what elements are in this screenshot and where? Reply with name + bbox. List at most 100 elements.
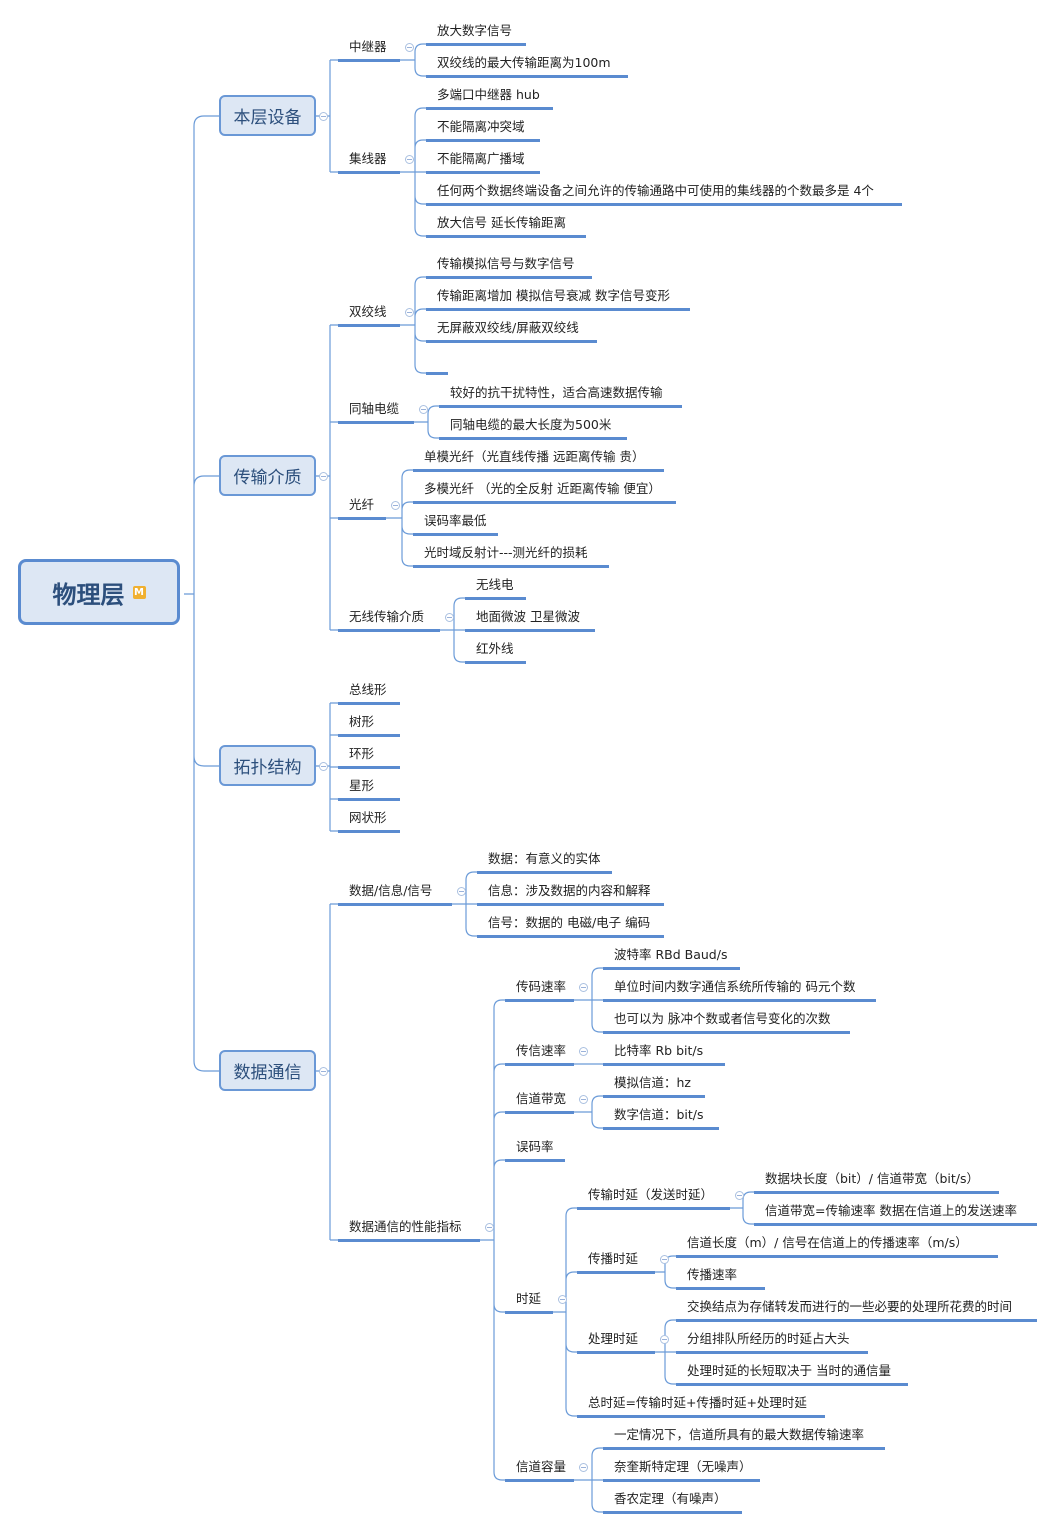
topic-branches-3-children-0-children-1[interactable]: 信息：涉及数据的内容和解释 — [488, 883, 651, 898]
topic-branches-3-children-1-children-4-children-2-children-1[interactable]: 分组排队所经历的时延占大头 — [687, 1331, 850, 1346]
topic-branches-3-children-1-children-4-children-3[interactable]: 总时延=传输时延+传播时延+处理时延 — [588, 1395, 807, 1410]
collapse-toggle-icon[interactable] — [735, 1191, 744, 1200]
collapse-toggle-icon[interactable] — [457, 887, 466, 896]
topic-branches-1-children-1-children-0[interactable]: 较好的抗干扰特性，适合高速数据传输 — [450, 385, 663, 400]
collapse-toggle-icon[interactable] — [579, 1095, 588, 1104]
topic-branches-1-children-2-children-2[interactable]: 误码率最低 — [424, 513, 487, 528]
collapse-toggle-icon[interactable] — [660, 1335, 669, 1344]
topic-branches-3-children-1-children-4-children-0[interactable]: 传输时延（发送时延） — [588, 1187, 714, 1202]
topic-branches-1-children-0-children-1[interactable]: 传输距离增加 模拟信号衰减 数字信号变形 — [437, 288, 670, 303]
collapse-toggle-icon[interactable] — [319, 1067, 328, 1076]
collapse-toggle-icon[interactable] — [319, 762, 328, 771]
topic-branches-3-children-0-children-2[interactable]: 信号：数据的 电磁/电子 编码 — [488, 915, 651, 930]
topic-branches-3-children-1-children-0[interactable]: 传码速率 — [516, 979, 567, 994]
topic-branches-1-children-3[interactable]: 无线传输介质 — [349, 609, 425, 624]
topic-branches-3-children-1-children-1-children-0[interactable]: 比特率 Rb bit/s — [614, 1043, 704, 1058]
connector-line — [400, 107, 426, 237]
branch-3[interactable]: 数据通信 — [219, 1050, 316, 1091]
collapse-toggle-icon[interactable] — [579, 1463, 588, 1472]
topic-branches-3-children-1-children-4-children-1[interactable]: 传播时延 — [588, 1251, 639, 1266]
topic-branches-0-children-0-children-1[interactable]: 双绞线的最大传输距离为100m — [437, 55, 611, 70]
topic-branches-2-children-0[interactable]: 总线形 — [349, 682, 387, 697]
topic-underline — [338, 324, 400, 327]
topic-underline — [603, 1127, 719, 1130]
topic-branches-3-children-1-children-5-children-0[interactable]: 一定情况下，信道所具有的最大数据传输速率 — [614, 1427, 865, 1442]
topic-underline — [338, 903, 452, 906]
topic-branches-3-children-1-children-4-children-1-children-1[interactable]: 传播速率 — [687, 1267, 738, 1282]
topic-branches-0-children-1-children-3[interactable]: 任何两个数据终端设备之间允许的传输通路中可使用的集线器的个数最多是 4个 — [437, 183, 874, 198]
collapse-toggle-icon[interactable] — [579, 1047, 588, 1056]
collapse-toggle-icon[interactable] — [319, 112, 328, 121]
topic-branches-1-children-3-children-2[interactable]: 红外线 — [476, 641, 514, 656]
topic-branches-0-children-1-children-0[interactable]: 多端口中继器 hub — [437, 87, 540, 102]
collapse-toggle-icon[interactable] — [405, 308, 414, 317]
topic-underline — [505, 1479, 574, 1482]
topic-branches-1-children-3-children-0[interactable]: 无线电 — [476, 577, 514, 592]
branch-2[interactable]: 拓扑结构 — [219, 745, 316, 786]
root-connector — [184, 115, 219, 1072]
topic-branches-3-children-1-children-4-children-2-children-2[interactable]: 处理时延的长短取决于 当时的通信量 — [687, 1363, 891, 1378]
branch-1[interactable]: 传输介质 — [219, 455, 316, 496]
topic-branches-3-children-1-children-2-children-1[interactable]: 数字信道：bit/s — [614, 1107, 704, 1122]
topic-branches-0-children-0-children-0[interactable]: 放大数字信号 — [437, 23, 513, 38]
topic-branches-2-children-4[interactable]: 网状形 — [349, 810, 387, 825]
topic-branches-1-children-3-children-1[interactable]: 地面微波 卫星微波 — [476, 609, 580, 624]
topic-branches-0-children-1-children-2[interactable]: 不能隔离广播域 — [437, 151, 525, 166]
topic-branches-1-children-2-children-1[interactable]: 多模光纤 （光的全反射 近距离传输 便宜） — [424, 481, 661, 496]
collapse-toggle-icon[interactable] — [558, 1295, 567, 1304]
topic-underline — [338, 517, 386, 520]
collapse-toggle-icon[interactable] — [319, 472, 328, 481]
collapse-toggle-icon[interactable] — [445, 613, 454, 622]
topic-underline — [577, 1351, 655, 1354]
topic-branches-1-children-2-children-3[interactable]: 光时域反射计---测光纤的损耗 — [424, 545, 588, 560]
topic-branches-3-children-1-children-4-children-2-children-0[interactable]: 交换结点为存储转发而进行的一些必要的处理所花费的时间 — [687, 1299, 1013, 1314]
topic-branches-3-children-1-children-3[interactable]: 误码率 — [516, 1139, 554, 1154]
topic-branches-3-children-1-children-0-children-2[interactable]: 也可以为 脉冲个数或者信号变化的次数 — [614, 1011, 831, 1026]
topic-underline — [754, 1191, 999, 1194]
topic-branches-3-children-1-children-4-children-0-children-1[interactable]: 信道带宽=传输速率 数据在信道上的发送速率 — [765, 1203, 1017, 1218]
connector-line — [440, 597, 465, 663]
topic-underline — [577, 1271, 655, 1274]
topic-branches-1-children-1[interactable]: 同轴电缆 — [349, 401, 400, 416]
topic-branches-2-children-2[interactable]: 环形 — [349, 746, 375, 761]
collapse-toggle-icon[interactable] — [419, 405, 428, 414]
topic-branches-0-children-1-children-4[interactable]: 放大信号 延长传输距离 — [437, 215, 566, 230]
topic-branches-3-children-1[interactable]: 数据通信的性能指标 — [349, 1219, 462, 1234]
collapse-toggle-icon[interactable] — [405, 43, 414, 52]
topic-branches-3-children-1-children-4-children-2[interactable]: 处理时延 — [588, 1331, 639, 1346]
topic-underline — [338, 830, 400, 833]
topic-branches-3-children-1-children-2[interactable]: 信道带宽 — [516, 1091, 567, 1106]
topic-branches-3-children-1-children-5-children-2[interactable]: 香农定理（有噪声） — [614, 1491, 727, 1506]
topic-branches-3-children-1-children-1[interactable]: 传信速率 — [516, 1043, 567, 1058]
topic-branches-3-children-1-children-5[interactable]: 信道容量 — [516, 1459, 567, 1474]
topic-branches-1-children-0-children-0[interactable]: 传输模拟信号与数字信号 — [437, 256, 575, 271]
topic-branches-2-children-1[interactable]: 树形 — [349, 714, 375, 729]
topic-branches-3-children-1-children-2-children-0[interactable]: 模拟信道：hz — [614, 1075, 691, 1090]
topic-underline — [426, 43, 526, 46]
topic-branches-1-children-0-children-2[interactable]: 无屏蔽双绞线/屏蔽双绞线 — [437, 320, 579, 335]
topic-branches-1-children-2[interactable]: 光纤 — [349, 497, 375, 512]
topic-branches-3-children-1-children-5-children-1[interactable]: 奈奎斯特定理（无噪声） — [614, 1459, 752, 1474]
branch-0[interactable]: 本层设备 — [219, 95, 316, 136]
topic-branches-3-children-1-children-4-children-0-children-0[interactable]: 数据块长度（bit）/ 信道带宽（bit/s） — [765, 1171, 980, 1186]
collapse-toggle-icon[interactable] — [405, 155, 414, 164]
topic-branches-3-children-0[interactable]: 数据/信息/信号 — [349, 883, 433, 898]
topic-branches-3-children-1-children-4-children-1-children-0[interactable]: 信道长度（m）/ 信号在信道上的传播速率（m/s） — [687, 1235, 968, 1250]
topic-branches-3-children-1-children-4[interactable]: 时延 — [516, 1291, 542, 1306]
topic-branches-1-children-0[interactable]: 双绞线 — [349, 304, 387, 319]
topic-branches-0-children-1-children-1[interactable]: 不能隔离冲突域 — [437, 119, 525, 134]
collapse-toggle-icon[interactable] — [391, 501, 400, 510]
topic-branches-0-children-0[interactable]: 中继器 — [349, 39, 387, 54]
collapse-toggle-icon[interactable] — [579, 983, 588, 992]
collapse-toggle-icon[interactable] — [485, 1223, 494, 1232]
collapse-toggle-icon[interactable] — [660, 1255, 669, 1264]
topic-branches-3-children-1-children-0-children-1[interactable]: 单位时间内数字通信系统所传输的 码元个数 — [614, 979, 856, 994]
topic-branches-3-children-1-children-0-children-0[interactable]: 波特率 RBd Baud/s — [614, 947, 728, 962]
topic-branches-0-children-1[interactable]: 集线器 — [349, 151, 387, 166]
root-topic[interactable]: 物理层 M — [18, 559, 180, 625]
topic-branches-1-children-1-children-1[interactable]: 同轴电缆的最大长度为500米 — [450, 417, 612, 432]
topic-branches-3-children-0-children-0[interactable]: 数据：有意义的实体 — [488, 851, 601, 866]
topic-underline — [465, 597, 526, 600]
topic-branches-1-children-2-children-0[interactable]: 单模光纤（光直线传播 远距离传输 贵） — [424, 449, 645, 464]
topic-branches-2-children-3[interactable]: 星形 — [349, 778, 375, 793]
